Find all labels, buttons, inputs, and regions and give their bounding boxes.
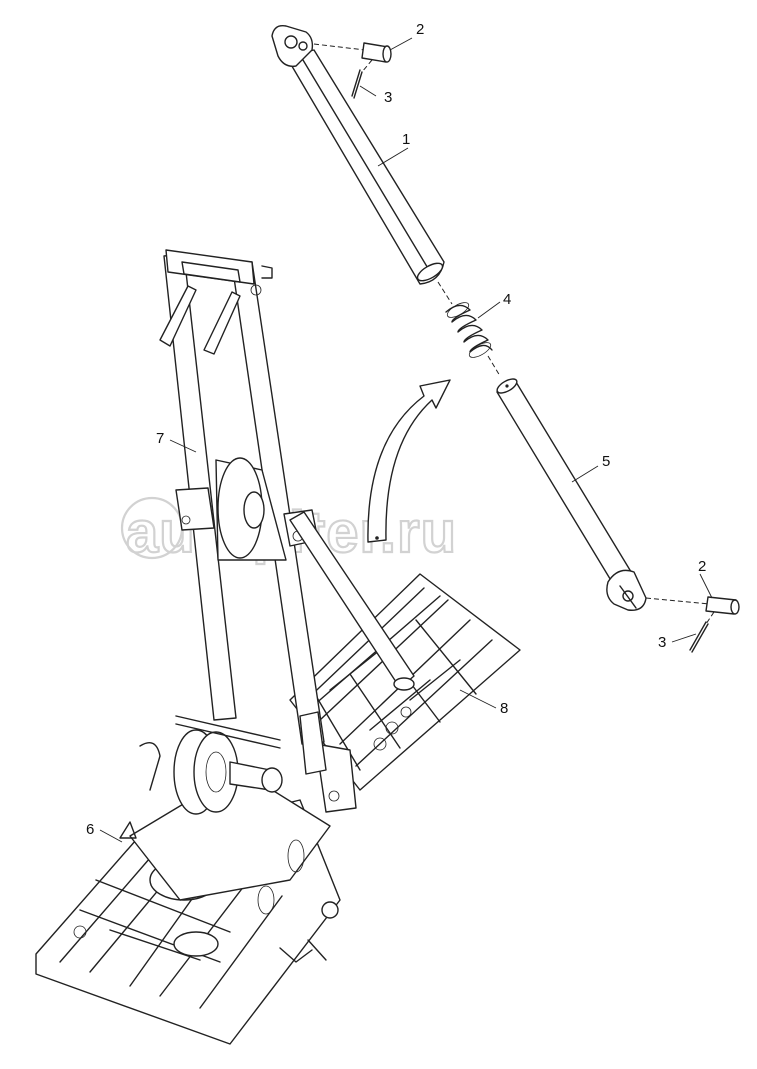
part-2-pin-bottom (645, 596, 740, 615)
part-3-cotter-top (351, 59, 373, 99)
callout-4: 4 (503, 291, 511, 308)
axis-line-2 (487, 355, 501, 377)
callout-2-bottom: 2 (698, 558, 706, 575)
pulley-assembly (139, 715, 283, 815)
leader-lines (99, 37, 713, 843)
part-3-cotter-bottom (689, 611, 715, 653)
callouts: 1 2 3 4 5 2 3 6 7 8 (86, 21, 706, 838)
assembly-arrow (367, 379, 451, 543)
callout-3-top: 3 (384, 89, 392, 106)
part-5-lower-rod (496, 378, 647, 611)
callout-3-bottom: 3 (658, 634, 666, 651)
axis-line-1 (437, 281, 453, 305)
part-4-spring (445, 302, 493, 358)
callout-7: 7 (156, 430, 164, 447)
base-frame (35, 769, 341, 1045)
callout-1: 1 (402, 131, 410, 148)
callout-2-top: 2 (416, 21, 424, 38)
part-7-a-frame (159, 249, 415, 813)
part-2-pin-top (313, 42, 392, 63)
callout-8: 8 (500, 700, 508, 717)
callout-6: 6 (86, 821, 94, 838)
part-1-upper-tube (271, 25, 445, 285)
callout-5: 5 (602, 453, 610, 470)
